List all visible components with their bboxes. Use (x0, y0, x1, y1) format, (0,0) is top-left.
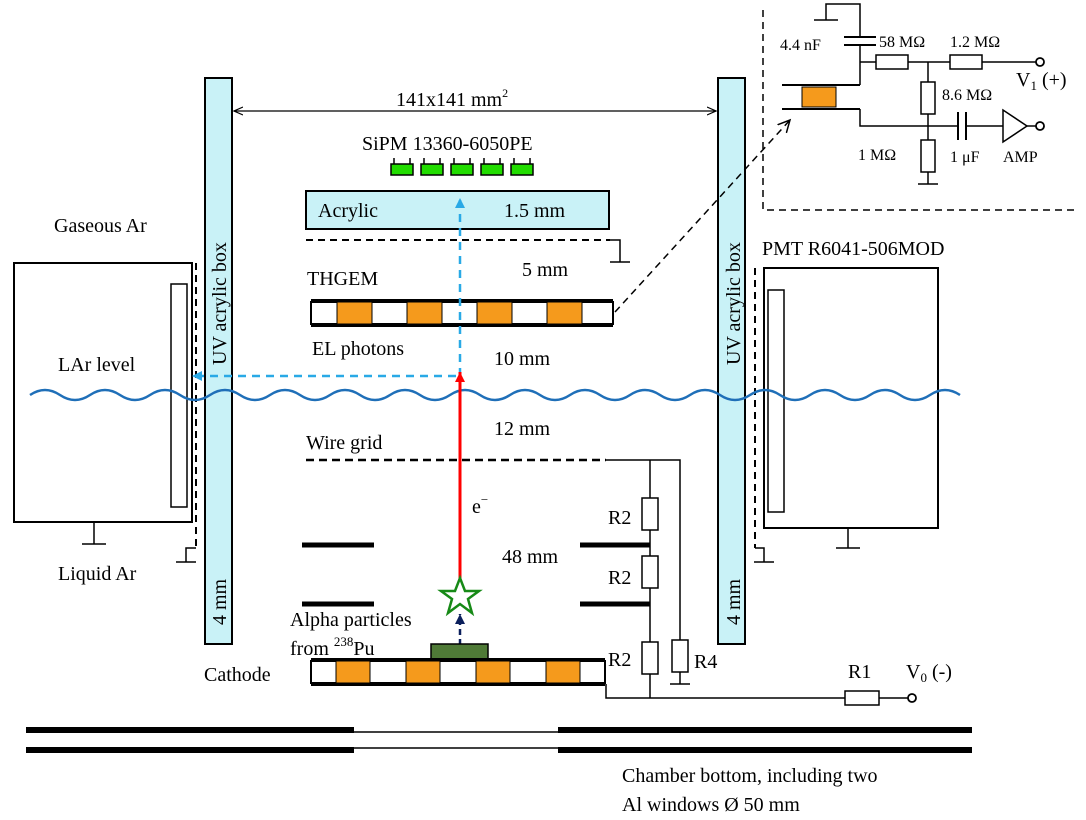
pmt-label: PMT R6041-506MOD (762, 238, 944, 260)
v1-label: V1 (+) (1016, 69, 1067, 93)
alpha-star-icon (437, 574, 483, 617)
cap-4-4nF-label: 4.4 nF (780, 37, 821, 54)
resistor-r2-mid (641, 555, 659, 589)
acrylic-thickness-label: 1.5 mm (504, 200, 566, 222)
resistor-r1 (844, 690, 880, 706)
right-pmt-window (767, 289, 785, 513)
amp-output-terminal (1035, 121, 1045, 131)
res-8-6M-label: 8.6 MΩ (942, 87, 992, 104)
right-shield-ground-symbol (754, 547, 774, 563)
alpha-label-line1: Alpha particles (290, 609, 412, 631)
chamber-label-line2: Al windows Ø 50 mm (622, 794, 800, 816)
liquid-ar-label: Liquid Ar (58, 563, 137, 585)
capacitor-4-4nF (844, 36, 876, 46)
top-electrode-ground-symbol (610, 239, 630, 263)
el-photons-label: EL photons (312, 338, 404, 360)
lar-level-label: LAr level (58, 354, 136, 376)
r2-mid-label: R2 (608, 567, 631, 589)
cathode-label: Cathode (204, 664, 271, 686)
divider-wiring (605, 459, 850, 699)
sipm-chip (480, 158, 504, 176)
v0-label: V0 (-) (906, 661, 952, 685)
sipm-chip (510, 158, 534, 176)
r4-label: R4 (694, 651, 717, 673)
sipm-chip (450, 158, 474, 176)
r1-label: R1 (848, 661, 871, 683)
circuit-inset-border (762, 10, 1076, 211)
thgem-circuit-link (614, 120, 790, 313)
lar-surface-wave (29, 388, 961, 402)
sipm-label: SiPM 13360-6050PE (362, 133, 533, 155)
uv-box-right-label: UV acrylic box (723, 242, 745, 365)
resistor-8-6M (920, 81, 936, 115)
sipm-array (390, 158, 534, 176)
wire-grid-label: Wire grid (306, 432, 382, 454)
resistor-1M (920, 139, 936, 173)
alpha-source (430, 643, 489, 660)
r2-bottom-label: R2 (608, 649, 631, 671)
thgem-label: THGEM (307, 268, 378, 290)
chamber-window-lines (354, 731, 558, 749)
gap-10mm-label: 10 mm (494, 348, 551, 370)
uv-box-left-label: UV acrylic box (209, 242, 231, 365)
circuit-thgem (782, 84, 860, 110)
sipm-chip (420, 158, 444, 176)
res-58M-label: 58 MΩ (879, 34, 925, 51)
resistor-r2-bottom (641, 641, 659, 675)
alpha-label-line2: from 238Pu (290, 634, 375, 660)
acrylic-label: Acrylic (318, 200, 378, 222)
right-pmt-ground-symbol (836, 528, 860, 549)
right-pmt-body (763, 267, 939, 529)
uv-box-wall-right (717, 77, 746, 645)
amp-triangle-icon (1002, 108, 1029, 144)
circuit-wiring (814, 3, 1036, 185)
box-wall-left-thickness: 4 mm (209, 578, 231, 625)
v0-terminal (907, 693, 917, 703)
box-dimension-label: 141x141 mm2 (396, 86, 508, 111)
box-wall-right-thickness: 4 mm (723, 578, 745, 625)
resistor-1-2M (949, 54, 983, 70)
electron-label: e− (472, 492, 488, 518)
thgem-plate (310, 299, 614, 327)
left-pmt-body (13, 262, 193, 523)
uv-box-wall-left (204, 77, 233, 645)
res-1-2M-label: 1.2 MΩ (950, 34, 1000, 51)
gap-48mm-label: 48 mm (502, 546, 559, 568)
cathode-plate (310, 658, 606, 686)
capacitor-1uF (957, 112, 967, 140)
acrylic-plate (305, 190, 610, 230)
r2-top-label: R2 (608, 507, 631, 529)
v1-terminal (1035, 57, 1045, 67)
amp-label: AMP (1003, 149, 1038, 166)
gap-12mm-label: 12 mm (494, 418, 551, 440)
gap-5mm-label: 5 mm (522, 259, 569, 281)
left-pmt-ground-symbol (82, 522, 106, 545)
left-shield-ground-symbol (176, 547, 196, 563)
sipm-chip (390, 158, 414, 176)
cap-1uF-label: 1 μF (950, 149, 980, 166)
resistor-r2-top (641, 497, 659, 531)
chamber-bottom (26, 727, 972, 753)
gaseous-ar-label: Gaseous Ar (54, 215, 147, 237)
res-1M-label: 1 MΩ (858, 147, 896, 164)
resistor-58M (875, 54, 909, 70)
chamber-label-line1: Chamber bottom, including two (622, 765, 878, 787)
resistor-r4 (671, 639, 689, 673)
